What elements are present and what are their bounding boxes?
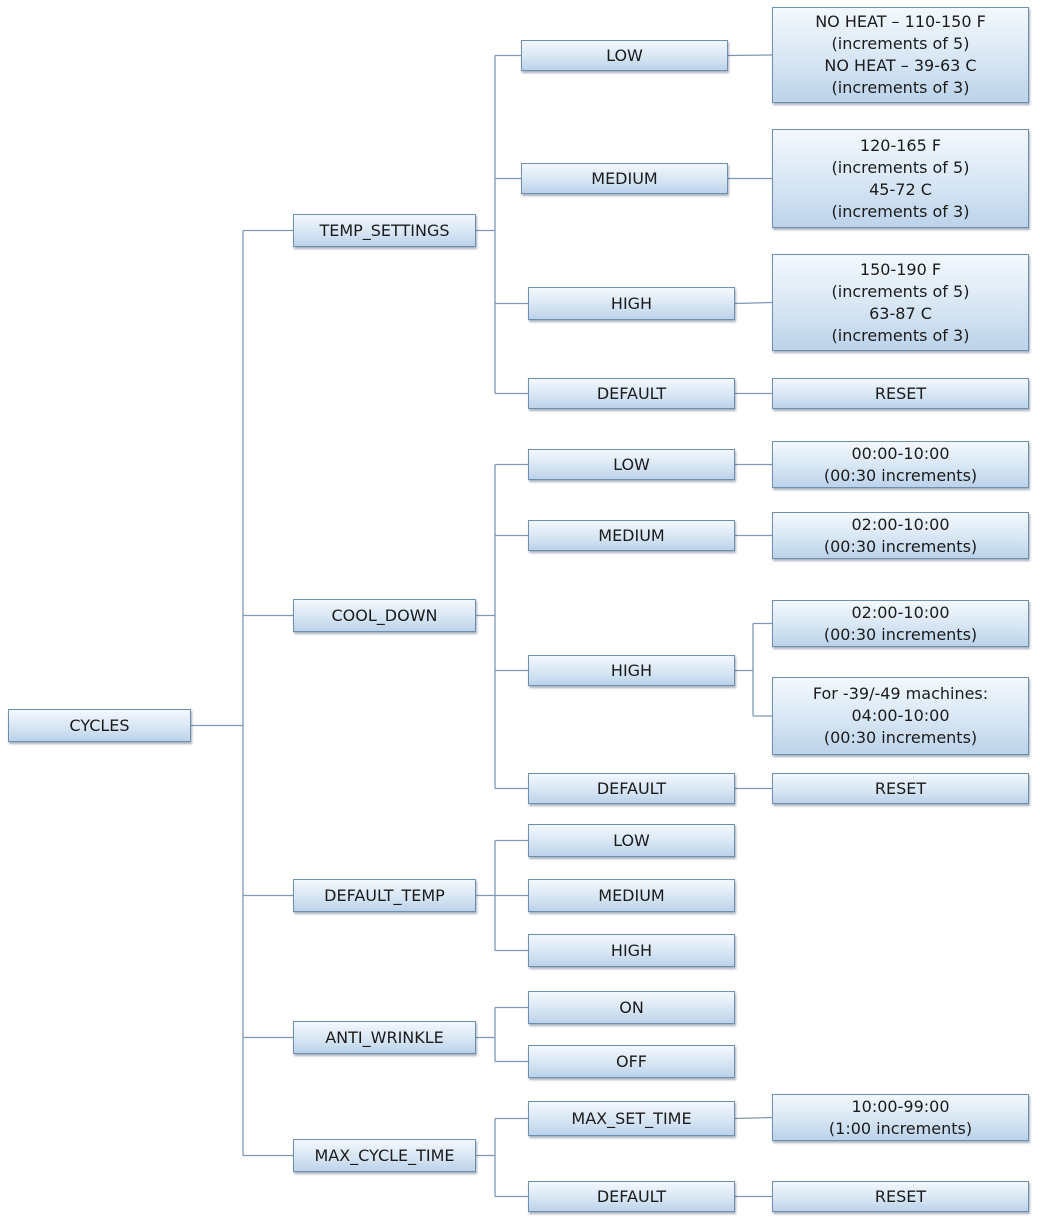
- group-node-default-temp[interactable]: DEFAULT_TEMP: [293, 879, 476, 912]
- group-node-anti-wrinkle[interactable]: ANTI_WRINKLE: [293, 1021, 476, 1054]
- option-node-temp-settings-default[interactable]: DEFAULT: [528, 378, 735, 409]
- detail-node-max-cycle-time-max-set-time-1-text-1: 10:00-99:00: [851, 1096, 950, 1116]
- detail-node-cool-down-default-1-text-1: RESET: [874, 778, 927, 798]
- option-node-max-cycle-time-max-set-time-text-1: MAX_SET_TIME: [571, 1108, 692, 1128]
- root-node-cycles-text-1: CYCLES: [69, 715, 130, 735]
- detail-node-cool-down-high-2-text-1: For -39/-49 machines:: [812, 684, 989, 703]
- detail-node-cool-down-low-1-text-2: (00:30 increments): [823, 465, 978, 485]
- option-node-cool-down-default-text-1: DEFAULT: [596, 778, 667, 798]
- detail-node-cool-down-high-1-text-1: 02:00-10:00: [851, 602, 950, 622]
- detail-node-max-cycle-time-max-set-time-1-text-2: (1:00 increments): [828, 1118, 973, 1138]
- group-node-temp-settings-text-1: TEMP_SETTINGS: [319, 220, 450, 240]
- detail-node-temp-settings-high-1-text-4: (increments of 3): [831, 325, 970, 345]
- group-node-default-temp-text-1: DEFAULT_TEMP: [324, 885, 445, 905]
- option-node-max-cycle-time-max-set-time[interactable]: MAX_SET_TIME: [528, 1101, 735, 1136]
- detail-node-temp-settings-default-1-text-1: RESET: [874, 383, 927, 403]
- option-node-default-temp-medium[interactable]: MEDIUM: [528, 879, 735, 912]
- detail-node-cool-down-low-1-text-1: 00:00-10:00: [851, 443, 950, 463]
- detail-node-cool-down-default-1: RESET: [772, 773, 1029, 804]
- detail-node-cool-down-medium-1: 02:00-10:00(00:30 increments): [772, 512, 1029, 559]
- detail-node-temp-settings-high-1-text-2: (increments of 5): [831, 281, 970, 301]
- connector-detail-temp-settings-low: [727, 54, 773, 57]
- option-node-default-temp-high[interactable]: HIGH: [528, 934, 735, 967]
- root-node-cycles[interactable]: CYCLES: [8, 709, 191, 742]
- option-node-default-temp-low[interactable]: LOW: [528, 824, 735, 857]
- detail-node-temp-settings-medium-1-text-4: (increments of 3): [831, 201, 970, 221]
- detail-node-cool-down-medium-1-text-1: 02:00-10:00: [851, 514, 950, 534]
- option-node-cool-down-medium[interactable]: MEDIUM: [528, 520, 735, 551]
- option-node-temp-settings-high-text-1: HIGH: [610, 293, 653, 313]
- detail-node-temp-settings-high-1: 150-190 F(increments of 5)63-87 C(increm…: [772, 254, 1029, 351]
- option-node-max-cycle-time-default[interactable]: DEFAULT: [528, 1181, 735, 1212]
- option-node-cool-down-default[interactable]: DEFAULT: [528, 773, 735, 804]
- option-node-max-cycle-time-default-text-1: DEFAULT: [596, 1186, 667, 1206]
- option-node-default-temp-high-text-1: HIGH: [610, 940, 653, 960]
- detail-node-temp-settings-medium-1-text-3: 45-72 C: [869, 179, 932, 199]
- detail-node-cool-down-low-1: 00:00-10:00(00:30 increments): [772, 441, 1029, 488]
- detail-node-temp-settings-low-1-text-3: NO HEAT – 39-63 C: [824, 56, 977, 75]
- detail-node-temp-settings-low-1-text-1: NO HEAT – 110-150 F: [815, 12, 986, 31]
- option-node-cool-down-high-text-1: HIGH: [610, 660, 653, 680]
- group-node-cool-down-text-1: COOL_DOWN: [331, 605, 438, 625]
- detail-node-cool-down-high-1-text-2: (00:30 increments): [823, 624, 978, 644]
- option-node-anti-wrinkle-off-text-1: OFF: [616, 1051, 647, 1071]
- detail-node-max-cycle-time-default-1-text-1: RESET: [874, 1186, 927, 1206]
- detail-node-cool-down-medium-1-text-2: (00:30 increments): [823, 536, 978, 556]
- option-node-cool-down-medium-text-1: MEDIUM: [598, 525, 665, 545]
- connector-detail-max-cycle-time-max-set-time: [734, 1116, 773, 1120]
- group-node-cool-down[interactable]: COOL_DOWN: [293, 599, 476, 632]
- option-node-temp-settings-high[interactable]: HIGH: [528, 287, 735, 320]
- group-node-max-cycle-time-text-1: MAX_CYCLE_TIME: [314, 1145, 455, 1165]
- detail-node-cool-down-high-2-text-3: (00:30 increments): [823, 728, 978, 747]
- option-node-temp-settings-medium[interactable]: MEDIUM: [521, 163, 728, 194]
- option-node-temp-settings-default-text-1: DEFAULT: [596, 383, 667, 403]
- detail-node-temp-settings-medium-1-text-1: 120-165 F: [859, 135, 942, 155]
- option-node-temp-settings-low[interactable]: LOW: [521, 40, 728, 71]
- option-node-temp-settings-medium-text-1: MEDIUM: [591, 168, 658, 188]
- group-node-max-cycle-time[interactable]: MAX_CYCLE_TIME: [293, 1139, 476, 1172]
- detail-node-cool-down-high-1: 02:00-10:00(00:30 increments): [772, 600, 1029, 647]
- option-node-cool-down-low[interactable]: LOW: [528, 449, 735, 480]
- option-node-anti-wrinkle-off[interactable]: OFF: [528, 1045, 735, 1078]
- group-node-temp-settings[interactable]: TEMP_SETTINGS: [293, 214, 476, 247]
- detail-node-max-cycle-time-max-set-time-1: 10:00-99:00(1:00 increments): [772, 1094, 1029, 1141]
- option-node-temp-settings-low-text-1: LOW: [606, 45, 643, 65]
- option-node-default-temp-medium-text-1: MEDIUM: [598, 885, 665, 905]
- detail-node-cool-down-high-2-text-2: 04:00-10:00: [851, 706, 950, 725]
- detail-node-temp-settings-medium-1: 120-165 F(increments of 5)45-72 C(increm…: [772, 129, 1029, 228]
- detail-node-temp-settings-low-1-text-4: (increments of 3): [831, 78, 970, 97]
- group-node-anti-wrinkle-text-1: ANTI_WRINKLE: [325, 1027, 444, 1047]
- connector-detail-temp-settings-high: [734, 301, 773, 305]
- option-node-cool-down-low-text-1: LOW: [613, 454, 650, 474]
- option-node-cool-down-high[interactable]: HIGH: [528, 655, 735, 686]
- detail-node-temp-settings-high-1-text-1: 150-190 F: [859, 259, 942, 279]
- detail-node-max-cycle-time-default-1: RESET: [772, 1181, 1029, 1212]
- option-node-default-temp-low-text-1: LOW: [613, 830, 650, 850]
- detail-node-cool-down-high-2: For -39/-49 machines: 04:00-10:00 (00:30 i…: [772, 677, 1029, 755]
- option-node-anti-wrinkle-on-text-1: ON: [619, 997, 644, 1017]
- detail-node-temp-settings-high-1-text-3: 63-87 C: [869, 303, 932, 323]
- detail-node-temp-settings-low-1-text-2: (increments of 5): [831, 34, 970, 53]
- detail-node-temp-settings-medium-1-text-2: (increments of 5): [831, 157, 970, 177]
- detail-node-temp-settings-default-1: RESET: [772, 378, 1029, 409]
- option-node-anti-wrinkle-on[interactable]: ON: [528, 991, 735, 1024]
- detail-node-temp-settings-low-1: NO HEAT – 110-150 F (increments of 5) NO H…: [772, 7, 1029, 103]
